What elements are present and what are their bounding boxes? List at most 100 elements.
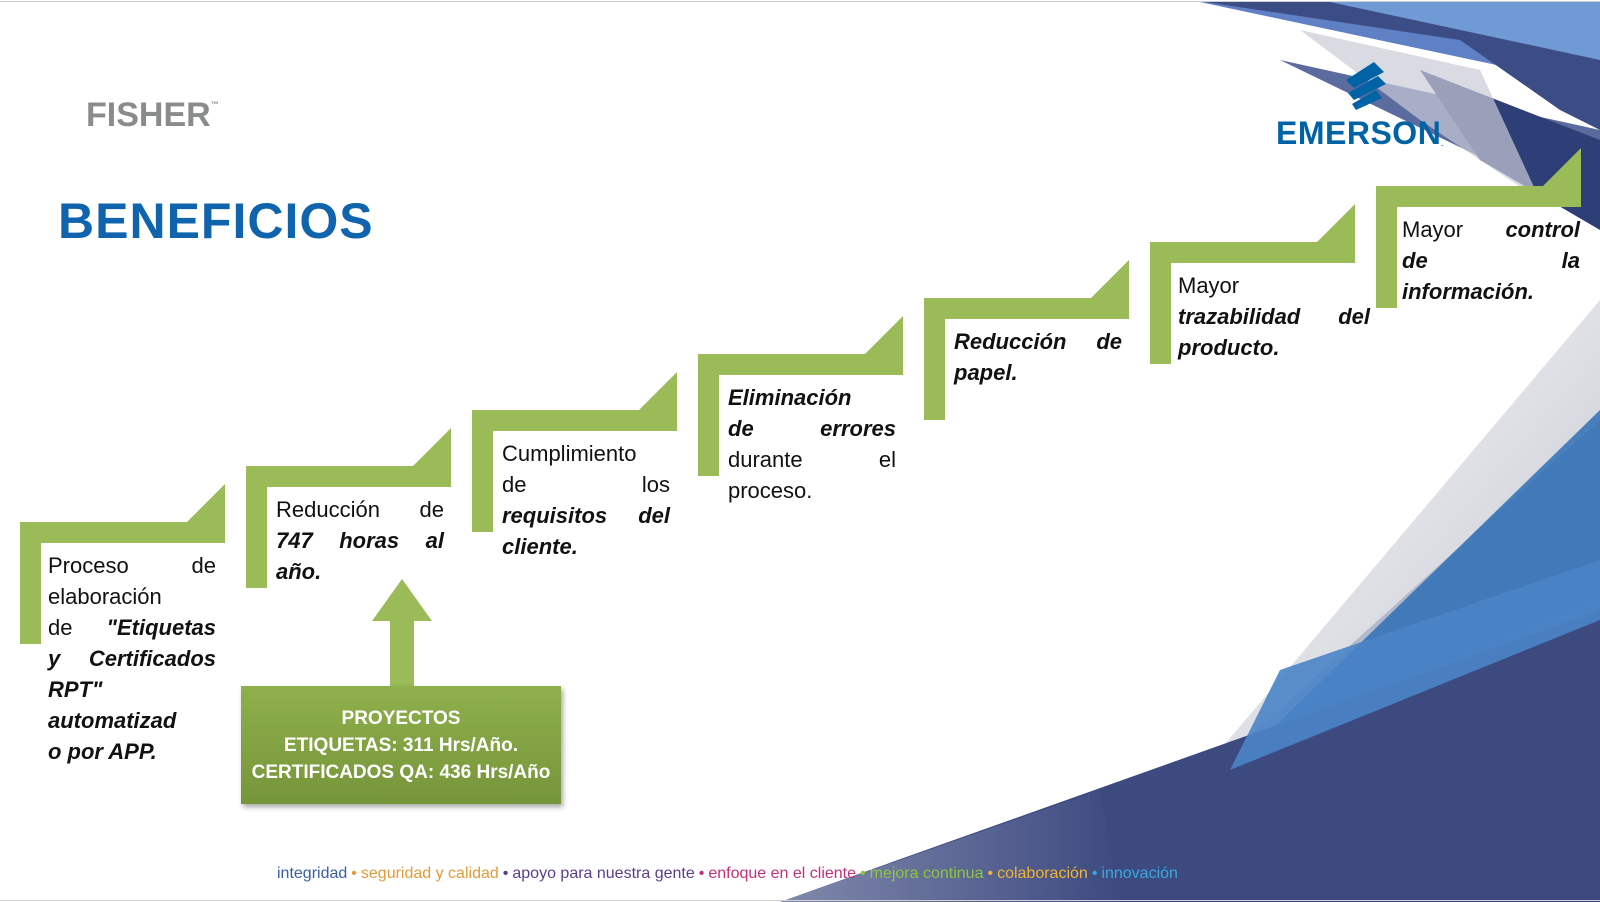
step-side-bar <box>472 410 493 532</box>
step-top-bar <box>20 522 225 543</box>
emphasis-text: RPT" <box>48 677 103 702</box>
value-separator: • <box>1091 865 1098 882</box>
step-corner-triangle <box>1317 204 1355 242</box>
projects-labels-hours: ETIQUETAS: 311 Hrs/Año. <box>283 734 519 756</box>
value-separator: • <box>987 865 994 882</box>
projects-qa-hours: CERTIFICADOS QA: 436 Hrs/Año <box>251 761 551 783</box>
company-value: seguridad y calidad <box>360 865 499 882</box>
plain-text: Proceso de <box>48 553 216 578</box>
step-corner-triangle <box>865 316 903 354</box>
step-top-bar <box>472 410 677 431</box>
step-side-bar <box>698 354 719 476</box>
emphasis-text: requisitos del <box>502 503 670 528</box>
step-text-line: Reducción de <box>276 494 444 525</box>
step-side-bar <box>1150 242 1171 364</box>
step-side-bar <box>924 298 945 420</box>
step-side-bar <box>20 522 41 644</box>
step-text-line: y Certificados <box>48 643 216 674</box>
emphasis-text: 747 horas al <box>276 528 444 553</box>
step-text-line: producto. <box>1178 332 1370 363</box>
company-value: enfoque en el cliente <box>708 865 857 882</box>
emerson-logo-text: EMERSON <box>1276 115 1442 151</box>
step-text-line: cliente. <box>502 531 670 562</box>
plain-text: elaboración <box>48 584 162 609</box>
step-text-line: Proceso de <box>48 550 216 581</box>
step-text-line: Cumplimiento <box>502 438 670 469</box>
company-value: innovación <box>1101 865 1178 882</box>
fisher-logo: FISHER™ <box>86 96 219 135</box>
plain-text: de <box>48 615 107 640</box>
step-text-line: 747 horas al <box>276 525 444 556</box>
step-text-line: de los <box>502 469 670 500</box>
emphasis-text: "Etiquetas <box>106 615 216 640</box>
step-text-line: automatizad <box>48 705 216 736</box>
step-text-line: Mayor <box>1178 270 1370 301</box>
fisher-logo-text: FISHER <box>86 96 211 134</box>
step-text: Cumplimiento de los requisitos del cliente. <box>502 438 670 562</box>
step-text-line: de "Etiquetas <box>48 612 216 643</box>
up-arrow-icon <box>372 579 432 689</box>
step-text-line: de errores <box>728 413 896 444</box>
step-corner-triangle <box>413 428 451 466</box>
step-text-line: RPT" <box>48 674 216 705</box>
step-corner-triangle <box>639 372 677 410</box>
value-separator: • <box>351 865 357 882</box>
projects-title: PROYECTOS <box>341 707 461 729</box>
step-text: Proceso de elaboración de "Etiquetas y Cert… <box>48 550 216 767</box>
plain-text: Reducción de <box>276 497 444 522</box>
step-text-line: durante el <box>728 444 896 475</box>
emphasis-text: automatizad <box>48 708 177 733</box>
emerson-wordmark: EMERSON. <box>1276 115 1444 152</box>
emerson-logo: EMERSON. <box>1276 60 1476 160</box>
step-text: Mayor control de la información. <box>1402 214 1580 307</box>
emphasis-text: o por APP. <box>48 739 157 764</box>
emerson-mark-icon <box>1346 62 1386 110</box>
top-border <box>0 1 1600 2</box>
emphasis-text: de la <box>1402 248 1580 273</box>
step-top-bar <box>1376 186 1581 207</box>
emphasis-text: producto. <box>1178 335 1280 360</box>
emphasis-text: cliente. <box>502 534 578 559</box>
step-top-bar <box>924 298 1129 319</box>
step-top-bar <box>1150 242 1355 263</box>
company-value: integridad <box>277 865 348 882</box>
step-text-line: de la <box>1402 245 1580 276</box>
projects-summary-box: PROYECTOS ETIQUETAS: 311 Hrs/Año. CERTIF… <box>241 686 561 804</box>
step-text-line: elaboración <box>48 581 216 612</box>
emphasis-text: papel. <box>954 360 1018 385</box>
step-corner-triangle <box>187 484 225 522</box>
emphasis-text: y Certificados <box>48 646 216 671</box>
step-text-line: trazabilidad del <box>1178 301 1370 332</box>
step-text-line: proceso. <box>728 475 896 506</box>
step-text: Eliminación de errores durante el proceso. <box>728 382 896 506</box>
emphasis-text: de errores <box>728 416 896 441</box>
company-value: apoyo para nuestra gente <box>512 865 695 882</box>
value-separator: • <box>860 865 866 882</box>
plain-text: de los <box>502 472 670 497</box>
plain-text: proceso. <box>728 478 813 503</box>
step-text-line: requisitos del <box>502 500 670 531</box>
page-title: BENEFICIOS <box>58 193 374 249</box>
company-value: colaboración <box>997 865 1088 882</box>
step-text-line: Eliminación <box>728 382 896 413</box>
emphasis-text: información. <box>1402 279 1535 304</box>
company-values-footer: integridad•seguridad y calidad•apoyo par… <box>277 865 1178 883</box>
emerson-trademark: . <box>1441 141 1444 148</box>
step-text-line: Mayor control <box>1402 214 1580 245</box>
plain-text: Mayor <box>1402 217 1506 242</box>
step-side-bar <box>1376 186 1397 308</box>
value-separator: • <box>698 865 705 882</box>
plain-text: durante el <box>728 447 896 472</box>
step-corner-triangle <box>1091 260 1129 298</box>
emphasis-text: año. <box>276 559 322 584</box>
emphasis-text: trazabilidad del <box>1178 304 1370 329</box>
company-value: mejora continua <box>869 865 984 882</box>
step-top-bar <box>698 354 903 375</box>
bottom-border <box>0 900 1600 901</box>
fisher-trademark: ™ <box>210 100 219 109</box>
step-text-line: año. <box>276 556 444 587</box>
step-text-line: o por APP. <box>48 736 216 767</box>
emphasis-text: control <box>1505 217 1580 242</box>
